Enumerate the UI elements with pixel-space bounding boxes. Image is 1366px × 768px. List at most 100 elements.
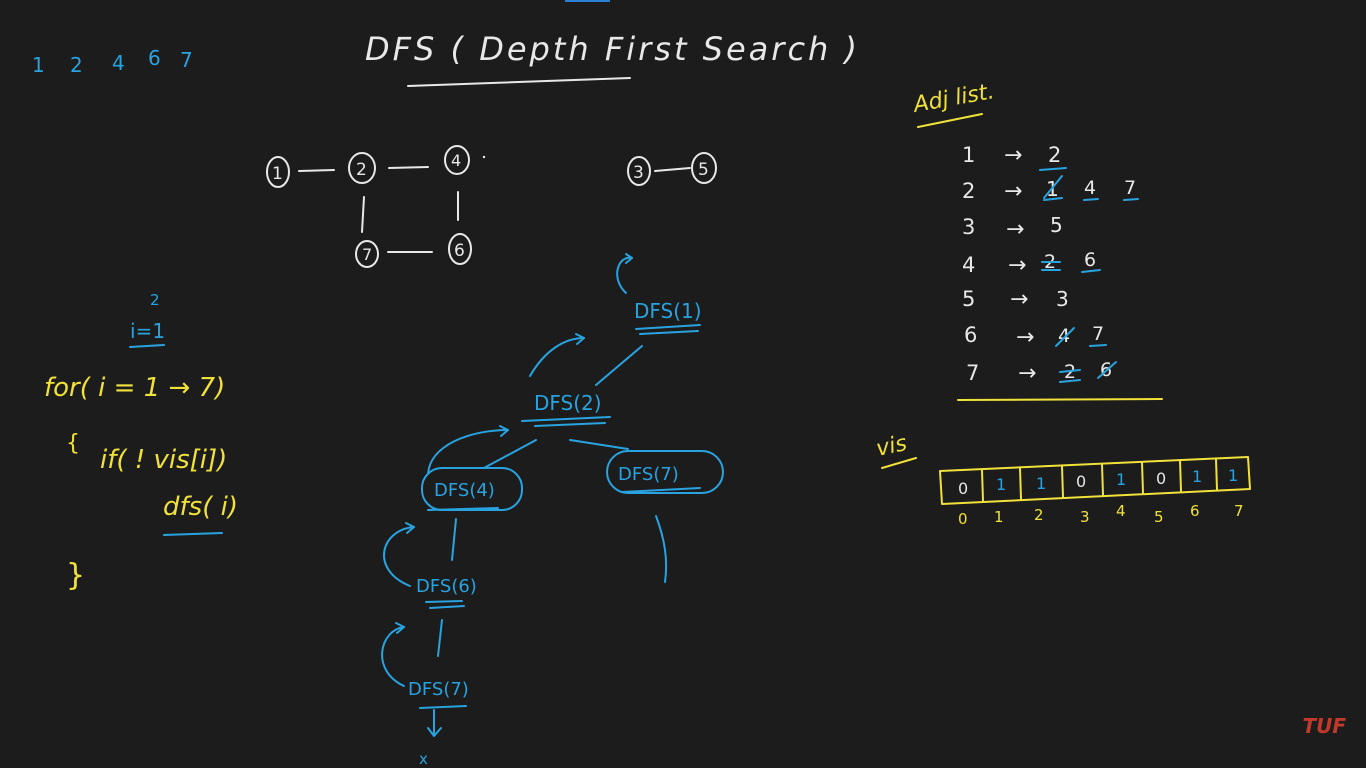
strike-mark: [1097, 361, 1117, 379]
traversal-node: 6: [148, 46, 161, 70]
adj-node: 2: [962, 179, 975, 203]
adj-row: 3 → 5: [962, 213, 1063, 242]
vis-index: 6: [1190, 502, 1200, 520]
traversal-node: 1: [32, 53, 45, 77]
call-line: dfs( i): [163, 492, 238, 522]
recursion-tree: DFS(1) DFS(2) DFS(4) DFS(7) DFS(6) DFS(7…: [381, 253, 724, 768]
graph-node-label: 6: [454, 241, 465, 261]
adj-node: 1: [962, 143, 975, 167]
call-underline: [419, 705, 467, 709]
adj-row: 1 → 2: [962, 143, 1067, 171]
call-underline: [534, 422, 606, 427]
call-underline: [427, 507, 499, 511]
call-arrow: [383, 526, 415, 587]
graph-node-label: 7: [362, 245, 372, 264]
vis-cell: 0: [1076, 472, 1086, 491]
tree-edge: [437, 619, 443, 657]
adj-row: 6 → 4 7: [964, 323, 1107, 350]
graph-node: [691, 152, 717, 184]
adj-neighbor: 6: [1084, 249, 1096, 271]
arrow-head: [499, 425, 509, 437]
traversal-order: 1 2 4 6 7: [32, 46, 193, 77]
arrow-head: [625, 253, 633, 264]
counter-underline: [129, 344, 165, 348]
for-line: for( i = 1 → 7): [44, 373, 225, 403]
adj-neighbor: 7: [1124, 177, 1136, 199]
adj-arrow: →: [1016, 325, 1034, 350]
ink-dot: [482, 155, 486, 159]
adj-row: 4 → 2 6: [962, 249, 1101, 278]
traversal-node: 4: [112, 51, 125, 75]
vis-index: 7: [1234, 502, 1244, 520]
neighbor-underline: [1083, 198, 1099, 201]
cell-divider: [1061, 465, 1064, 498]
neighbor-underline: [1039, 167, 1067, 171]
visited-array: vis 0 1 1 0 1 0 1 1 0 1 2 3 4 5 6 7: [874, 431, 1251, 528]
adj-neighbor: 5: [1050, 213, 1063, 237]
neighbor-underline: [1059, 379, 1081, 383]
vis-index: 3: [1080, 508, 1090, 526]
vis-index: 1: [994, 508, 1004, 526]
strike-mark: [1043, 175, 1063, 199]
adj-arrow: →: [1004, 179, 1022, 204]
title-underline: [407, 77, 631, 87]
vis-cell: 1: [1116, 470, 1126, 489]
cell-divider: [981, 469, 984, 502]
end-marker: x: [419, 750, 428, 768]
cell-divider: [1141, 461, 1144, 494]
call-dfs-7: DFS(7): [618, 464, 679, 485]
adj-arrow: →: [1010, 287, 1028, 312]
vis-cell: 0: [958, 479, 968, 498]
page-title: DFS ( Depth First Search ): [365, 30, 860, 68]
graph-node-label: 4: [451, 151, 461, 170]
vis-index: 4: [1116, 502, 1126, 520]
heading-underline: [917, 113, 983, 128]
open-brace: {: [66, 431, 80, 456]
adj-row: 2 → 1 4 7: [962, 175, 1139, 204]
cell-divider: [1019, 467, 1022, 500]
adj-node: 4: [962, 253, 975, 277]
adj-node: 7: [966, 361, 979, 385]
arrow-head: [427, 727, 442, 737]
call-dfs-4: DFS(4): [434, 480, 495, 501]
close-brace: }: [66, 558, 85, 593]
adj-arrow: →: [1008, 253, 1026, 278]
graph-node: [448, 233, 472, 265]
adj-list-heading: Adj list.: [910, 79, 997, 118]
traversal-node: 2: [70, 53, 83, 77]
strike-mark: [1059, 369, 1081, 373]
vis-cell: 1: [1228, 466, 1238, 485]
vis-cell: 1: [1036, 474, 1046, 493]
graph-node: [266, 156, 290, 188]
call-arrow: [427, 429, 509, 475]
call-underline: [635, 324, 701, 330]
adj-row: 7 → 2 6: [966, 359, 1117, 386]
call-dfs-7-leaf: DFS(7): [408, 679, 469, 700]
adj-node: 5: [962, 287, 975, 311]
call-dfs-6: DFS(6): [416, 576, 477, 597]
tree-edge: [655, 515, 668, 583]
cell-divider: [1101, 463, 1104, 496]
neighbor-underline: [1043, 197, 1063, 201]
cell-divider: [1215, 458, 1218, 491]
call-bubble: [421, 467, 523, 511]
vis-underline: [881, 457, 917, 469]
call-bubble: [606, 450, 724, 494]
call-arrow: [529, 337, 585, 377]
loop-counter-value: 2: [150, 291, 160, 309]
adj-neighbor: 4: [1084, 177, 1096, 199]
graph-node: [627, 156, 651, 186]
graph-node: [355, 240, 379, 268]
adj-arrow: →: [1004, 143, 1022, 168]
dfs-loop-code: 2 i=1 for( i = 1 → 7) { if( ! vis[i]) df…: [44, 291, 238, 593]
arrow-head: [395, 622, 405, 634]
graph-node: [444, 145, 470, 175]
adj-row: 5 → 3: [962, 287, 1069, 312]
graph-node-label: 5: [698, 160, 709, 180]
tree-edge: [483, 439, 537, 469]
neighbor-underline: [1089, 344, 1107, 347]
arrow-head: [405, 522, 415, 534]
call-underline: [639, 330, 699, 335]
neighbor-underline: [1123, 198, 1139, 201]
adj-neighbor: 4: [1058, 325, 1070, 347]
